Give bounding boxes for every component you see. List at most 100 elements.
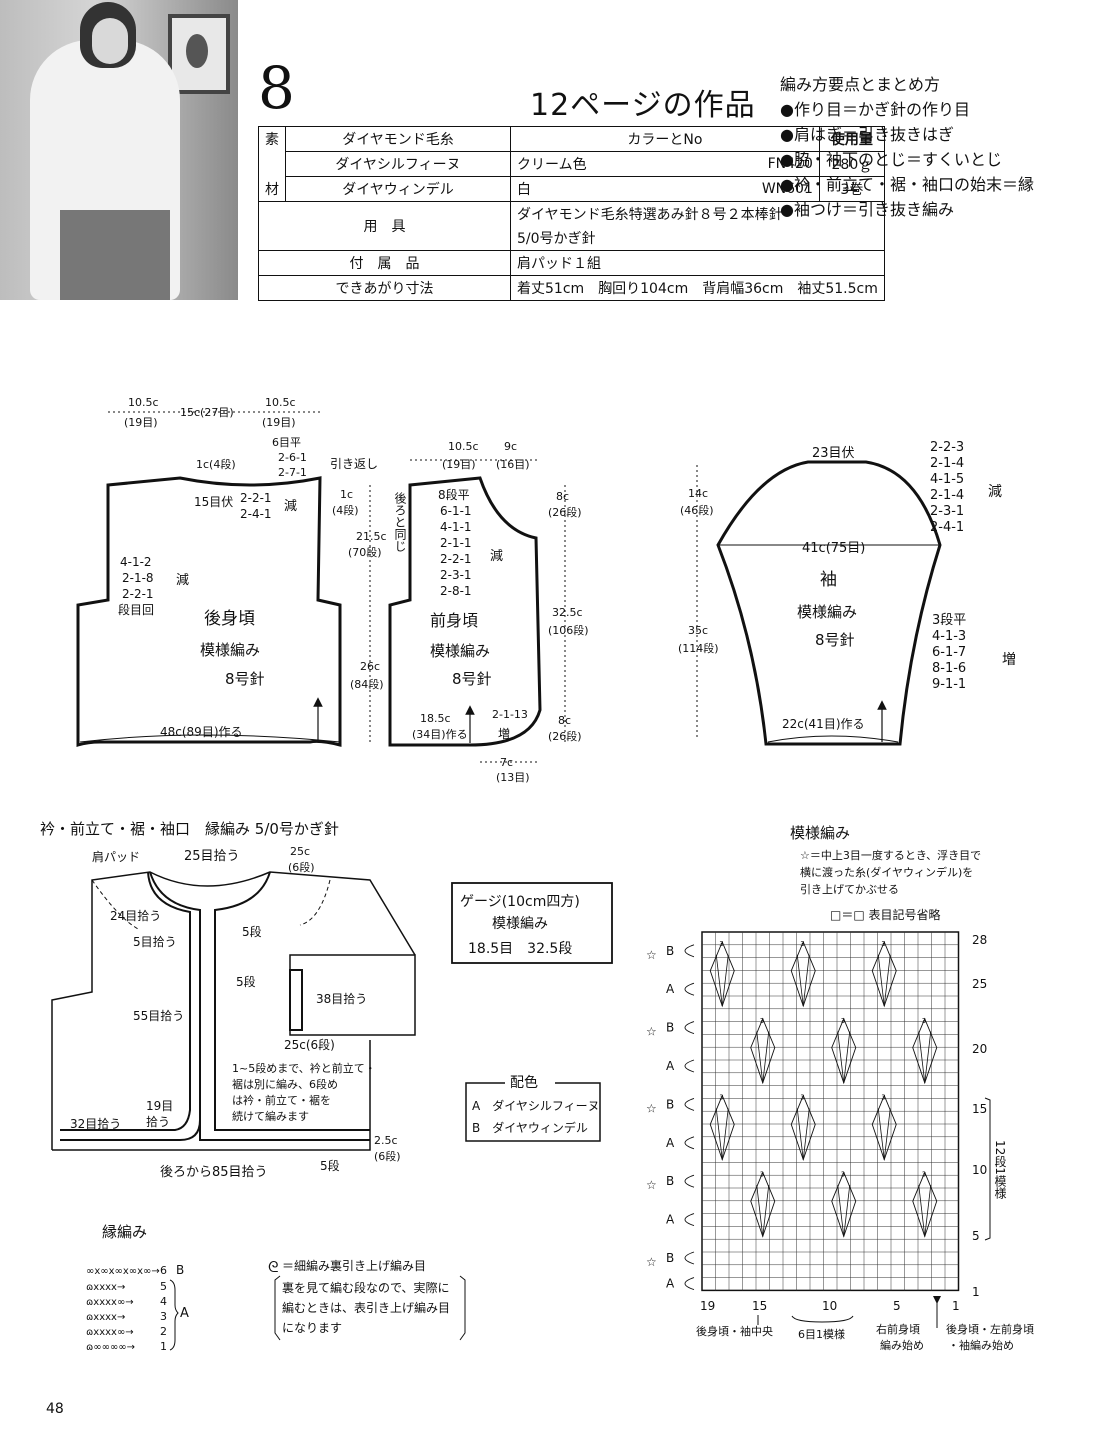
yarn-change-loop <box>684 982 695 996</box>
edging-diagram: 衿・前立て・裾・袖口 縁編み 5/0号かぎ針 肩パッド 25目拾う 25c (6… <box>40 820 416 1180</box>
sleeve-diagram: 23目伏 2-2-3 2-1-4 4-1-5 2-1-4 2-3-1 2-4-1… <box>678 440 1016 746</box>
point-item: ●肩はぎ＝引き抜きはぎ <box>780 125 954 144</box>
svg-text:6目1模様: 6目1模様 <box>798 1327 845 1341</box>
chart-motif-mark: 3 <box>719 940 723 948</box>
point-item: ●衿・前立て・裾・袖口の始末＝縁 <box>780 175 1034 194</box>
model-photo <box>0 0 238 300</box>
svg-text:(19目): (19目) <box>262 416 296 429</box>
chart-motif-mark: 3 <box>922 1170 926 1178</box>
svg-text:55目拾う: 55目拾う <box>133 1008 184 1023</box>
svg-text:拾う: 拾う <box>146 1114 170 1129</box>
chart-motif <box>750 1171 776 1238</box>
point-item: ●袖つけ＝引き抜き編み <box>780 200 954 219</box>
svg-text:3段平: 3段平 <box>932 613 966 628</box>
svg-text:編むときは、表引き上げ編み目: 編むときは、表引き上げ編み目 <box>282 1300 450 1315</box>
svg-text:28: 28 <box>972 933 987 947</box>
svg-text:引き返し: 引き返し <box>330 457 378 471</box>
color-scheme-box: 配色 A ダイヤシルフィーヌ B ダイヤウィンデル <box>465 1071 601 1142</box>
yarn-label: A <box>666 1059 675 1073</box>
svg-text:後身頃: 後身頃 <box>204 609 255 629</box>
chart-motif-line <box>924 1031 932 1083</box>
star-icon: ☆ <box>646 948 657 962</box>
svg-text:前身頃: 前身頃 <box>430 611 478 630</box>
chart-motif-line <box>756 1031 764 1083</box>
chart-motif-line <box>721 954 729 1007</box>
point-item: ●脇・袖下のとじ＝すくいとじ <box>780 150 1002 169</box>
materials-table: 素 ダイヤモンド毛糸 カラーとNo 使用量 ダイヤシルフィーヌ クリーム色 FN… <box>258 126 885 301</box>
svg-text:10: 10 <box>972 1163 987 1177</box>
yarn-change-loop <box>684 1277 695 1291</box>
svg-text:A: A <box>180 1306 189 1321</box>
svg-text:10.5c: 10.5c <box>265 396 296 409</box>
svg-text:1: 1 <box>952 1299 960 1313</box>
svg-text:(84段): (84段) <box>350 677 384 691</box>
yarn-change-loop <box>684 1097 695 1111</box>
yarn-label: B <box>666 1174 674 1188</box>
svg-text:10: 10 <box>822 1299 837 1313</box>
chart-motif <box>831 1017 857 1085</box>
svg-text:(6段): (6段) <box>374 1149 401 1163</box>
svg-text:(13目): (13目) <box>496 771 530 784</box>
svg-text:4-1-5: 4-1-5 <box>930 472 964 487</box>
svg-text:減: 減 <box>176 572 189 588</box>
svg-text:8c: 8c <box>556 490 569 503</box>
chart-motif <box>790 1094 816 1161</box>
svg-text:ɷxxxx∞→: ɷxxxx∞→ <box>86 1297 134 1308</box>
svg-text:10.5c: 10.5c <box>448 440 479 453</box>
svg-text:模様編み: 模様編み <box>797 603 857 621</box>
chart-motif-mark: 3 <box>760 1017 764 1025</box>
svg-text:3: 3 <box>160 1310 167 1323</box>
svg-text:4-1-3: 4-1-3 <box>932 629 966 644</box>
svg-text:5目拾う: 5目拾う <box>133 934 177 949</box>
svg-text:裾は別に編み、6段め: 裾は別に編み、6段め <box>232 1077 338 1091</box>
svg-text:26c: 26c <box>360 660 380 673</box>
svg-text:☆＝中上3目一度するとき、浮き目で: ☆＝中上3目一度するとき、浮き目で <box>800 848 981 862</box>
svg-text:(70段): (70段) <box>348 545 382 559</box>
svg-text:24目拾う: 24目拾う <box>110 908 161 923</box>
svg-text:10.5c: 10.5c <box>128 396 159 409</box>
svg-text:32.5c: 32.5c <box>552 606 583 619</box>
chart-motif-line <box>715 954 723 1007</box>
svg-text:ɷxxxx→: ɷxxxx→ <box>86 1312 125 1323</box>
svg-text:21.5c: 21.5c <box>356 530 387 543</box>
chart-motif <box>871 1094 897 1161</box>
svg-text:2-1-1: 2-1-1 <box>440 536 472 550</box>
svg-text:18.5目 32.5段: 18.5目 32.5段 <box>468 941 572 957</box>
points-title: 編み方要点とまとめ方 <box>780 75 941 94</box>
svg-text:2-3-1: 2-3-1 <box>930 504 964 519</box>
chart-motif <box>750 1017 776 1085</box>
chart-motif-mark: 3 <box>922 1017 926 1025</box>
svg-text:減: 減 <box>988 483 1002 500</box>
yarn-label: A <box>666 982 675 996</box>
back-body-diagram: 10.5c (19目) 15c(27目) 10.5c (19目) 1c(4段) … <box>76 396 387 748</box>
page-reference: 12ページの作品 <box>530 88 756 123</box>
svg-text:A ダイヤシルフィーヌ: A ダイヤシルフィーヌ <box>472 1098 600 1113</box>
svg-text:5: 5 <box>160 1280 167 1293</box>
svg-text:20: 20 <box>972 1042 987 1056</box>
svg-text:ᘓ: ᘓ <box>268 1258 279 1276</box>
svg-text:15: 15 <box>972 1102 987 1116</box>
svg-text:B: B <box>176 1263 184 1277</box>
yarn-label: A <box>666 1213 675 1227</box>
chart-motif-line <box>918 1185 926 1237</box>
svg-text:2-4-1: 2-4-1 <box>930 520 964 535</box>
svg-text:(19目): (19目) <box>442 458 476 471</box>
svg-text:ɷ∞∞∞∞→: ɷ∞∞∞∞→ <box>86 1342 135 1353</box>
chart-motif-line <box>796 1108 804 1160</box>
svg-text:25: 25 <box>972 977 987 991</box>
svg-text:2-2-1: 2-2-1 <box>240 491 272 505</box>
svg-text:は衿・前立て・裾を: は衿・前立て・裾を <box>232 1093 331 1107</box>
chart-motif-line <box>796 954 804 1007</box>
svg-text:続けて編みます: 続けて編みます <box>232 1109 309 1123</box>
svg-text:(114段): (114段) <box>678 641 719 655</box>
svg-text:19目: 19目 <box>146 1099 173 1113</box>
chart-motif-line <box>837 1031 845 1083</box>
svg-text:袖: 袖 <box>820 570 837 590</box>
svg-text:32目拾う: 32目拾う <box>70 1116 121 1131</box>
chart-motif-mark: 3 <box>800 940 804 948</box>
yarn-change-loop <box>684 1059 695 1073</box>
chart-motif-line <box>721 1108 729 1160</box>
svg-text:15c(27目): 15c(27目) <box>180 406 234 419</box>
